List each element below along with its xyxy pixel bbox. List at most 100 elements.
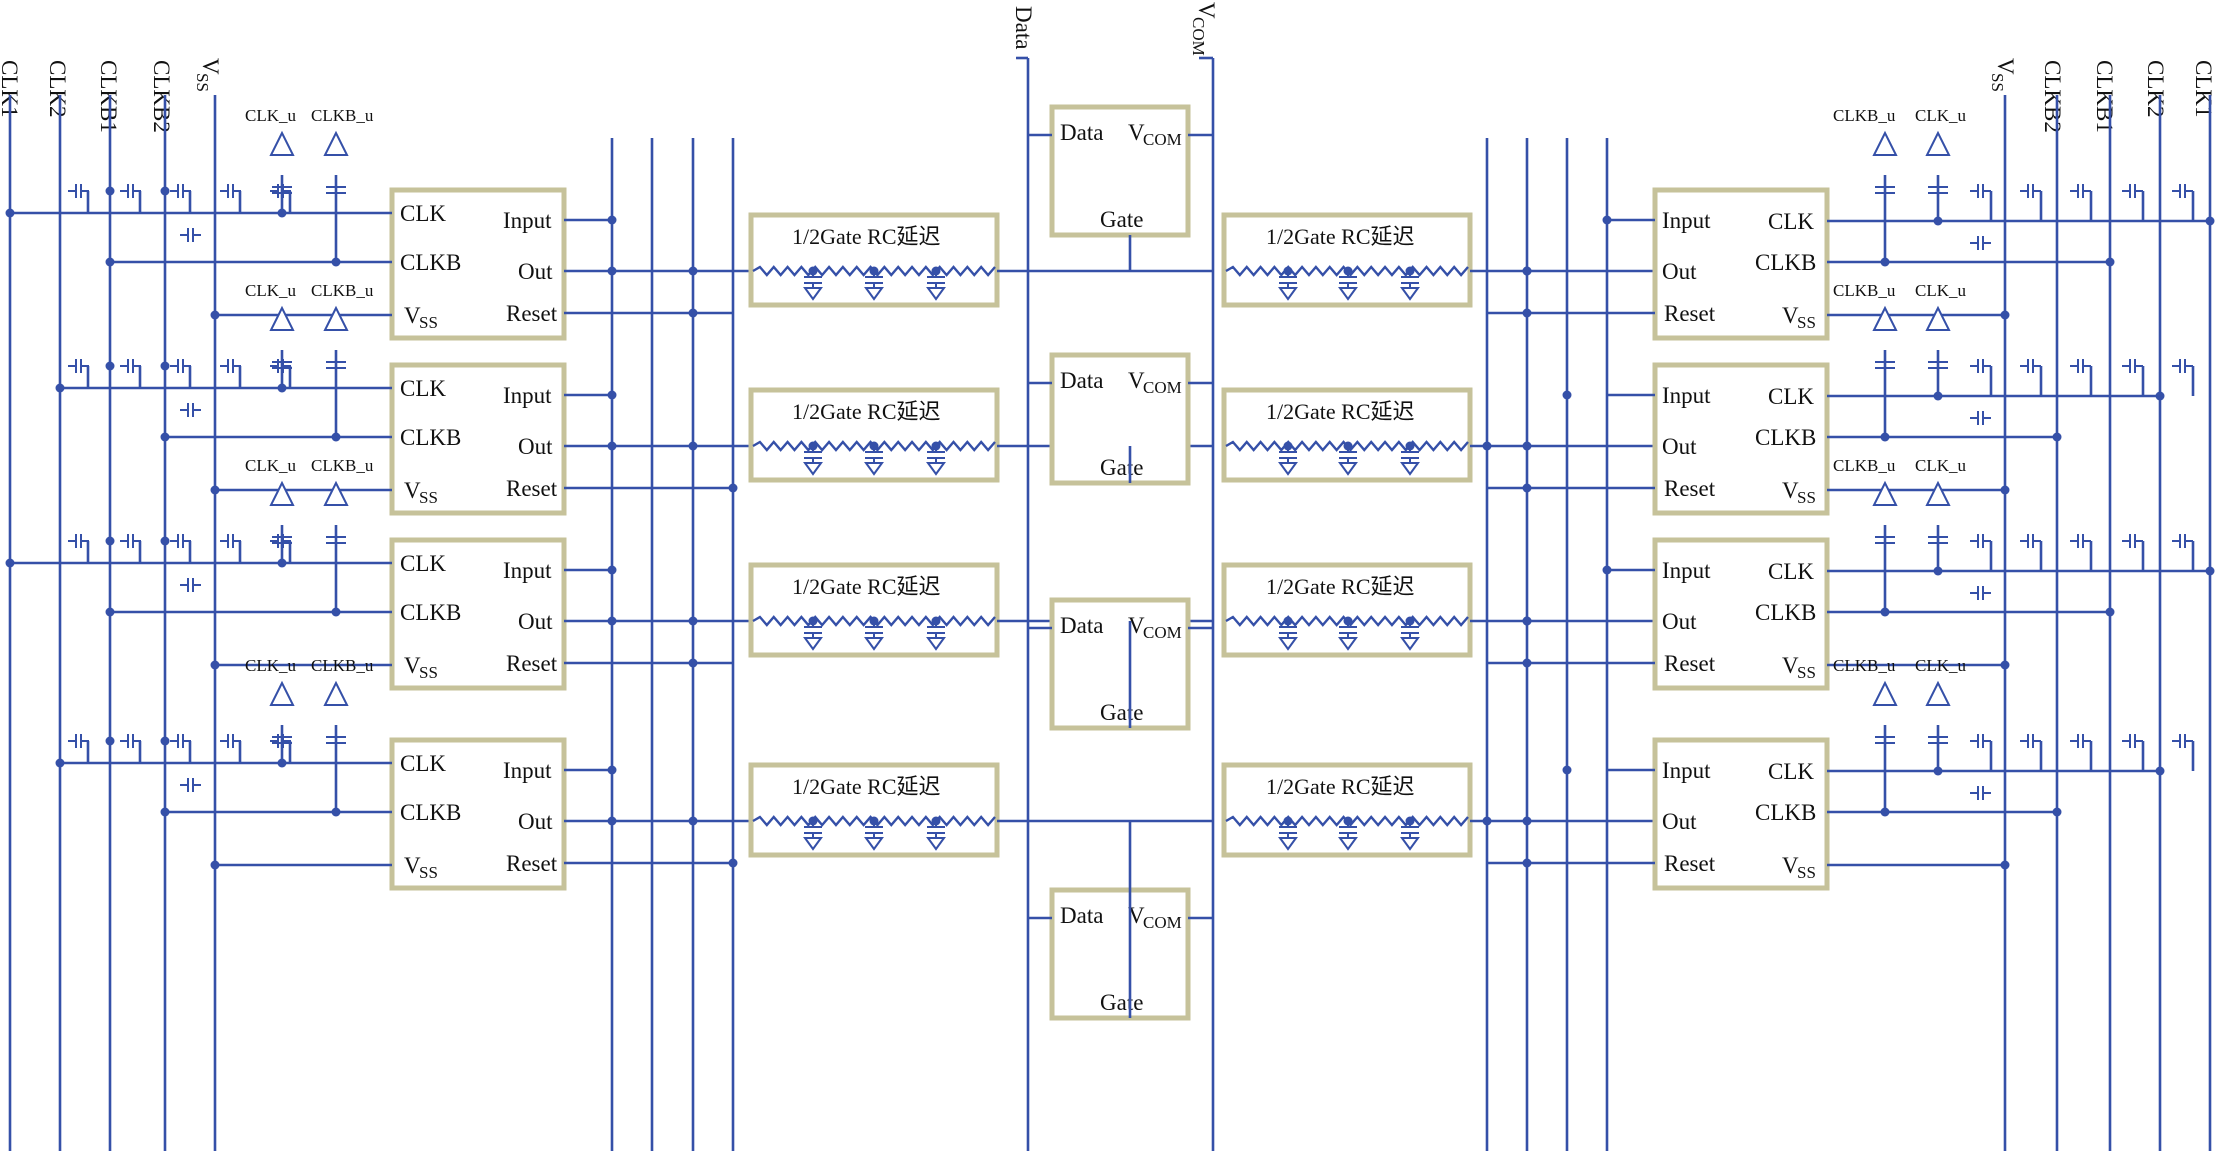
capacitor-symbol bbox=[1970, 786, 1991, 800]
junction-dot bbox=[105, 736, 115, 746]
capacitor-symbol bbox=[326, 354, 346, 376]
capacitor-symbol bbox=[270, 184, 291, 198]
capacitor-symbol bbox=[1970, 359, 1991, 373]
junction-dot bbox=[1602, 565, 1612, 575]
pin-main: V bbox=[1782, 853, 1799, 878]
junction-dot bbox=[1562, 765, 1572, 775]
ground-symbol bbox=[1278, 821, 1298, 851]
junction-dot bbox=[331, 257, 341, 267]
junction-dot bbox=[331, 807, 341, 817]
pin-out: Out bbox=[1662, 434, 1697, 459]
junction-dot bbox=[607, 441, 617, 451]
pin-input: Input bbox=[503, 383, 552, 408]
pin-clkb: CLKB bbox=[400, 600, 461, 625]
capacitor-symbol bbox=[170, 734, 191, 748]
capacitor-symbol bbox=[170, 534, 191, 548]
capacitor-symbol bbox=[68, 734, 89, 748]
ground-symbol bbox=[803, 271, 823, 301]
junction-dot bbox=[105, 607, 115, 617]
pin-clk: CLK bbox=[1768, 384, 1814, 409]
capacitor-symbol bbox=[1970, 586, 1991, 600]
clkb-u-label: CLKB_u bbox=[311, 456, 374, 475]
ground-symbol bbox=[803, 821, 823, 851]
junction-dot bbox=[1522, 308, 1532, 318]
pin-vss: VSS bbox=[404, 303, 438, 332]
pin-out: Out bbox=[1662, 809, 1697, 834]
junction-dot bbox=[1880, 257, 1890, 267]
capacitor-symbol bbox=[1875, 354, 1895, 376]
ground-symbol bbox=[864, 271, 884, 301]
capacitor-symbol bbox=[120, 184, 141, 198]
junction-dot bbox=[1522, 616, 1532, 626]
capacitor-symbol bbox=[68, 359, 89, 373]
pin-main: V bbox=[1128, 613, 1145, 638]
rail-label-clkb2-right: CLKB2 bbox=[2040, 60, 2065, 133]
left-rc-delay-2: 1/2Gate RC延迟 bbox=[748, 387, 1000, 483]
capacitor-symbol bbox=[2070, 734, 2091, 748]
junction-dot bbox=[607, 390, 617, 400]
left-rc-delay-4: 1/2Gate RC延迟 bbox=[748, 762, 1000, 858]
rail-label-clk1: CLK1 bbox=[0, 60, 22, 118]
junction-dot bbox=[607, 266, 617, 276]
clk-u-label: CLK_u bbox=[245, 281, 297, 300]
ground-symbol bbox=[1400, 446, 1420, 476]
clock-input-triangle bbox=[269, 130, 295, 156]
pin-main: V bbox=[1128, 368, 1145, 393]
rc-label: 1/2Gate RC延迟 bbox=[1266, 774, 1415, 799]
junction-dot bbox=[210, 660, 220, 670]
goa-box bbox=[1652, 187, 1830, 341]
svg-text:SS: SS bbox=[193, 73, 212, 92]
capacitor-symbol bbox=[220, 734, 241, 748]
pin-clk: CLK bbox=[400, 751, 446, 776]
right-rc-delay-2: 1/2Gate RC延迟 bbox=[1221, 387, 1473, 483]
pin-vss: VSS bbox=[1782, 303, 1816, 332]
pixel-data-label: Data bbox=[1060, 368, 1103, 393]
junction-dot bbox=[1562, 390, 1572, 400]
goa-box bbox=[1652, 537, 1830, 691]
capacitor-symbol bbox=[2070, 359, 2091, 373]
junction-dot bbox=[277, 558, 287, 568]
ground-symbol bbox=[926, 446, 946, 476]
pin-main: V bbox=[1782, 478, 1799, 503]
capacitor-symbol bbox=[1970, 534, 1991, 548]
pixel-gate-label: Gate bbox=[1100, 207, 1143, 232]
junction-dot bbox=[277, 208, 287, 218]
clock-input-triangle bbox=[1925, 680, 1951, 706]
capacitor-symbol bbox=[220, 359, 241, 373]
junction-dot bbox=[5, 558, 15, 568]
junction-dot bbox=[160, 536, 170, 546]
pin-out: Out bbox=[1662, 259, 1697, 284]
junction-dot bbox=[1933, 391, 1943, 401]
clkb-u-label-right: CLKB_u bbox=[1833, 456, 1896, 475]
pin-reset: Reset bbox=[1664, 301, 1716, 326]
pin-clkb: CLKB bbox=[400, 250, 461, 275]
junction-dot bbox=[105, 186, 115, 196]
capacitor-symbol bbox=[1970, 184, 1991, 198]
clock-input-triangle bbox=[1925, 130, 1951, 156]
pin-subscript: SS bbox=[1797, 663, 1816, 682]
pin-input: Input bbox=[503, 558, 552, 583]
rc-box bbox=[1221, 562, 1473, 658]
pin-input: Input bbox=[1662, 558, 1711, 583]
junction-dot bbox=[1522, 266, 1532, 276]
pin-clk: CLK bbox=[1768, 759, 1814, 784]
rc-label: 1/2Gate RC延迟 bbox=[1266, 574, 1415, 599]
junction-dot bbox=[688, 266, 698, 276]
clock-input-triangle bbox=[1872, 680, 1898, 706]
capacitor-symbol bbox=[2122, 184, 2143, 198]
junction-dot bbox=[210, 860, 220, 870]
capacitor-symbol bbox=[270, 734, 291, 748]
ground-symbol bbox=[926, 271, 946, 301]
capacitor-symbol bbox=[1875, 729, 1895, 751]
rail-label-vss-left: V SS bbox=[193, 58, 223, 92]
junction-dot bbox=[1880, 607, 1890, 617]
pin-clk: CLK bbox=[400, 376, 446, 401]
ground-symbol bbox=[803, 446, 823, 476]
junction-dot bbox=[277, 383, 287, 393]
junction-dot bbox=[160, 361, 170, 371]
junction-dot bbox=[105, 257, 115, 267]
